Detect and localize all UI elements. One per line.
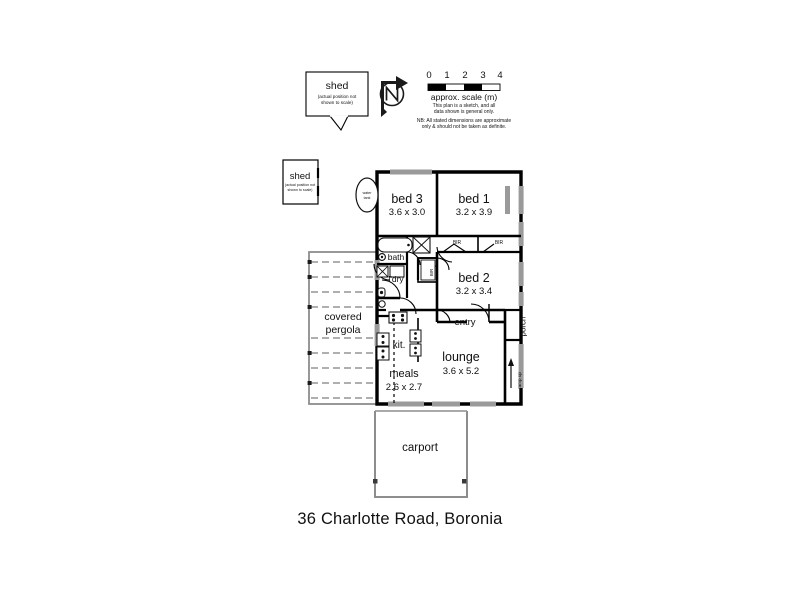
room-label-bed-3: bed 3 bbox=[391, 192, 423, 206]
room-label-bed-2: bed 2 bbox=[458, 271, 490, 285]
room-label-porch: porch bbox=[518, 316, 528, 337]
room-label-laundry: l'dry bbox=[388, 274, 404, 284]
bir-label-2: BIR bbox=[494, 240, 504, 246]
room-label-kitchen: kit. bbox=[392, 340, 406, 351]
side-shed-label: shed bbox=[289, 171, 311, 182]
scale-tick-2: 2 bbox=[462, 70, 468, 81]
scale-note-2: data shown is general only. bbox=[433, 109, 495, 115]
callout-shed-note-2: shown to scale) bbox=[321, 100, 353, 105]
callout-shed-note-1: (actual position not bbox=[317, 94, 357, 99]
room-dim-bed-2: 3.2 x 3.4 bbox=[455, 286, 493, 297]
scale-note-4: only & should not be taken as definite. bbox=[421, 124, 507, 130]
room-dim-lounge: 3.6 x 5.2 bbox=[442, 366, 480, 377]
water-tank-label-2: tank bbox=[363, 196, 371, 200]
water-tank-label-1: water bbox=[362, 191, 372, 195]
room-dim-meals: 2.6 x 2.7 bbox=[385, 382, 423, 393]
north-compass-icon bbox=[379, 76, 408, 117]
room-label-bed-1: bed 1 bbox=[458, 192, 490, 206]
room-label-carport: carport bbox=[402, 442, 438, 454]
pergola-label-line-2: pergola bbox=[325, 324, 361, 336]
scale-tick-3: 3 bbox=[480, 70, 486, 81]
scale-note-3: NB: All stated dimensions are approximat… bbox=[416, 118, 512, 124]
room-label-lounge: lounge bbox=[442, 350, 480, 364]
scale-bar bbox=[427, 83, 501, 91]
side-shed-note-1: (actual position not bbox=[284, 183, 316, 187]
bir-label-1: BIR bbox=[452, 240, 462, 246]
side-shed-box bbox=[282, 159, 320, 205]
internal-walls bbox=[377, 172, 521, 404]
room-dim-bed-3: 3.6 x 3.0 bbox=[388, 207, 426, 218]
callout-shed-label: shed bbox=[325, 80, 349, 92]
pergola-label-line-1: covered bbox=[324, 311, 362, 323]
carport-outline bbox=[373, 410, 468, 498]
fixtures bbox=[355, 177, 514, 388]
scale-note-1: This plan is a sketch, and all bbox=[432, 103, 496, 109]
scale-tick-0: 0 bbox=[426, 70, 432, 81]
bir-label-3: BIR bbox=[429, 268, 435, 277]
side-shed-note-2: shown to scale) bbox=[287, 188, 313, 192]
room-label-meals: meals bbox=[389, 368, 419, 380]
room-dim-bed-1: 3.2 x 3.9 bbox=[455, 207, 493, 218]
scale-tick-1: 1 bbox=[444, 70, 450, 81]
ramp-label: ramp up bbox=[516, 372, 522, 389]
scale-tick-4: 4 bbox=[497, 70, 503, 81]
room-label-bath: bath bbox=[387, 252, 405, 262]
page-title: 36 Charlotte Road, Boronia bbox=[297, 510, 503, 528]
scale-caption: approx. scale (m) bbox=[430, 92, 498, 102]
callout-shed-box bbox=[305, 71, 369, 132]
room-label-entry: entry bbox=[454, 317, 476, 328]
